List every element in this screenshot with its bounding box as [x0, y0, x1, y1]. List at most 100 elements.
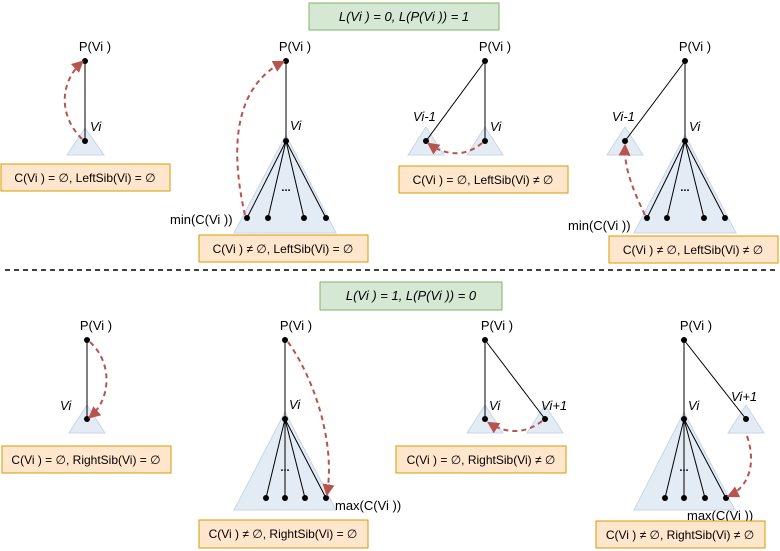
target-node: [482, 416, 488, 422]
ellipsis: ...: [281, 182, 290, 194]
node-label: Vi: [60, 398, 72, 413]
child-node: [302, 495, 308, 501]
tree-edge: [646, 140, 686, 219]
top-panel-1: P(Vi ) Vi C(Vi ) = ∅, LeftSib(Vi) = ∅: [0, 39, 171, 192]
condition-box: [198, 234, 369, 263]
sibling-label: Vi+1: [541, 398, 567, 413]
move-arrow: [486, 420, 543, 434]
child-node: [301, 215, 307, 221]
parent-node: [283, 58, 289, 64]
condition-box: [595, 520, 766, 549]
tree-edge: [246, 140, 287, 219]
tree-edge: [664, 418, 685, 499]
move-arrow: [287, 341, 335, 497]
child-node: [244, 215, 250, 221]
parent-node: [482, 337, 488, 343]
sibling-label: Vi-1: [612, 109, 635, 124]
parent-node: [682, 58, 688, 64]
top-header-box: [308, 2, 500, 31]
ellipsis: ...: [680, 182, 689, 194]
target-node: [282, 416, 288, 422]
condition-box: [0, 163, 171, 192]
tree-edge: [683, 418, 706, 499]
tree-edge: [265, 418, 286, 499]
condition-box: [395, 445, 567, 474]
target-node: [283, 138, 289, 144]
sibling-label: Vi-1: [413, 109, 436, 124]
move-arrow: [88, 341, 108, 419]
condition-box: [608, 235, 779, 264]
target-node: [482, 138, 488, 144]
child-node: [265, 215, 271, 221]
child-node: [662, 495, 668, 501]
condition-text: C(Vi ) ≠ ∅, LeftSib(Vi) ≠ ∅: [623, 243, 763, 257]
node-label: Vi: [290, 118, 302, 133]
child-node: [323, 215, 329, 221]
extreme-child-label: min(C(Vi )): [568, 218, 631, 233]
parent-label: P(Vi ): [680, 318, 712, 333]
bottom-panel-3: P(Vi ) Vi Vi+1 C(Vi ) = ∅, RightSib(Vi) …: [395, 318, 567, 474]
child-node: [702, 495, 708, 501]
tree-edge: [684, 140, 726, 219]
parent-label: P(Vi ): [679, 39, 711, 54]
child-node: [664, 215, 670, 221]
parent-label: P(Vi ): [479, 39, 511, 54]
tree-edge: [666, 140, 686, 219]
sibling-node: [542, 416, 548, 422]
node-label: Vi: [489, 398, 501, 413]
target-node: [682, 138, 688, 144]
condition-text: C(Vi ) = ∅, RightSib(Vi) = ∅: [11, 453, 160, 467]
target-node: [84, 416, 90, 422]
tree-edge: [267, 140, 287, 219]
extreme-child-label: max(C(Vi )): [687, 508, 753, 523]
condition-box: [198, 519, 369, 549]
tree-edge: [285, 140, 327, 219]
parent-node: [482, 58, 488, 64]
parent-label: P(Vi ): [279, 39, 311, 54]
tree-edge: [683, 418, 727, 499]
condition-text: C(Vi ) = ∅, LeftSib(Vi) ≠ ∅: [413, 173, 554, 187]
top-panel-2: ... P(Vi ) Vi min(C(Vi )) C(Vi ) ≠ ∅, Le…: [170, 39, 369, 263]
node-label: Vi: [289, 397, 301, 412]
bottom-panel-4: ... P(Vi ) Vi Vi+1 max(C(Vi )) C(Vi ) ≠ …: [595, 318, 766, 549]
tree-edge: [284, 418, 327, 499]
condition-box: [398, 165, 569, 194]
bottom-header-text: L(Vi ) = 1, L(P(Vi )) = 0: [346, 288, 477, 303]
tree-edge: [683, 339, 747, 420]
target-node: [681, 416, 687, 422]
child-node: [701, 215, 707, 221]
parent-node: [84, 337, 90, 343]
condition-text: C(Vi ) ≠ ∅, RightSib(Vi) = ∅: [209, 527, 358, 541]
parent-label: P(Vi ): [79, 39, 111, 54]
parent-label: P(Vi ): [280, 318, 312, 333]
child-node: [323, 495, 329, 501]
ellipsis: ...: [679, 462, 688, 474]
child-node: [681, 495, 687, 501]
sibling-node: [743, 416, 749, 422]
extreme-child-label: max(C(Vi )): [335, 498, 401, 513]
condition-text: C(Vi ) = ∅, LeftSib(Vi) = ∅: [14, 171, 155, 185]
condition-text: C(Vi ) = ∅, RightSib(Vi) ≠ ∅: [407, 453, 556, 467]
top-header-text: L(Vi ) = 0, L(P(Vi )) = 1: [339, 9, 469, 24]
condition-text: C(Vi ) ≠ ∅, RightSib(Vi) ≠ ∅: [606, 528, 754, 542]
node-label: Vi: [689, 119, 701, 134]
target-node: [82, 138, 88, 144]
parent-label: P(Vi ): [481, 318, 513, 333]
node-label: Vi: [688, 398, 700, 413]
child-node: [644, 215, 650, 221]
child-node: [723, 495, 729, 501]
tree-edge: [684, 140, 705, 219]
node-label: Vi: [90, 119, 102, 134]
parent-node: [282, 337, 288, 343]
tree-edge: [484, 339, 546, 420]
parent-node: [82, 58, 88, 64]
top-panel-3: P(Vi ) Vi-1 Vi C(Vi ) = ∅, LeftSib(Vi) ≠…: [398, 39, 569, 194]
tree-edge: [624, 60, 686, 142]
move-arrow: [63, 60, 84, 140]
move-arrow: [427, 142, 483, 155]
child-node: [263, 495, 269, 501]
child-node: [722, 215, 728, 221]
condition-text: C(Vi ) ≠ ∅, LeftSib(Vi) = ∅: [213, 242, 354, 256]
child-node: [282, 495, 288, 501]
